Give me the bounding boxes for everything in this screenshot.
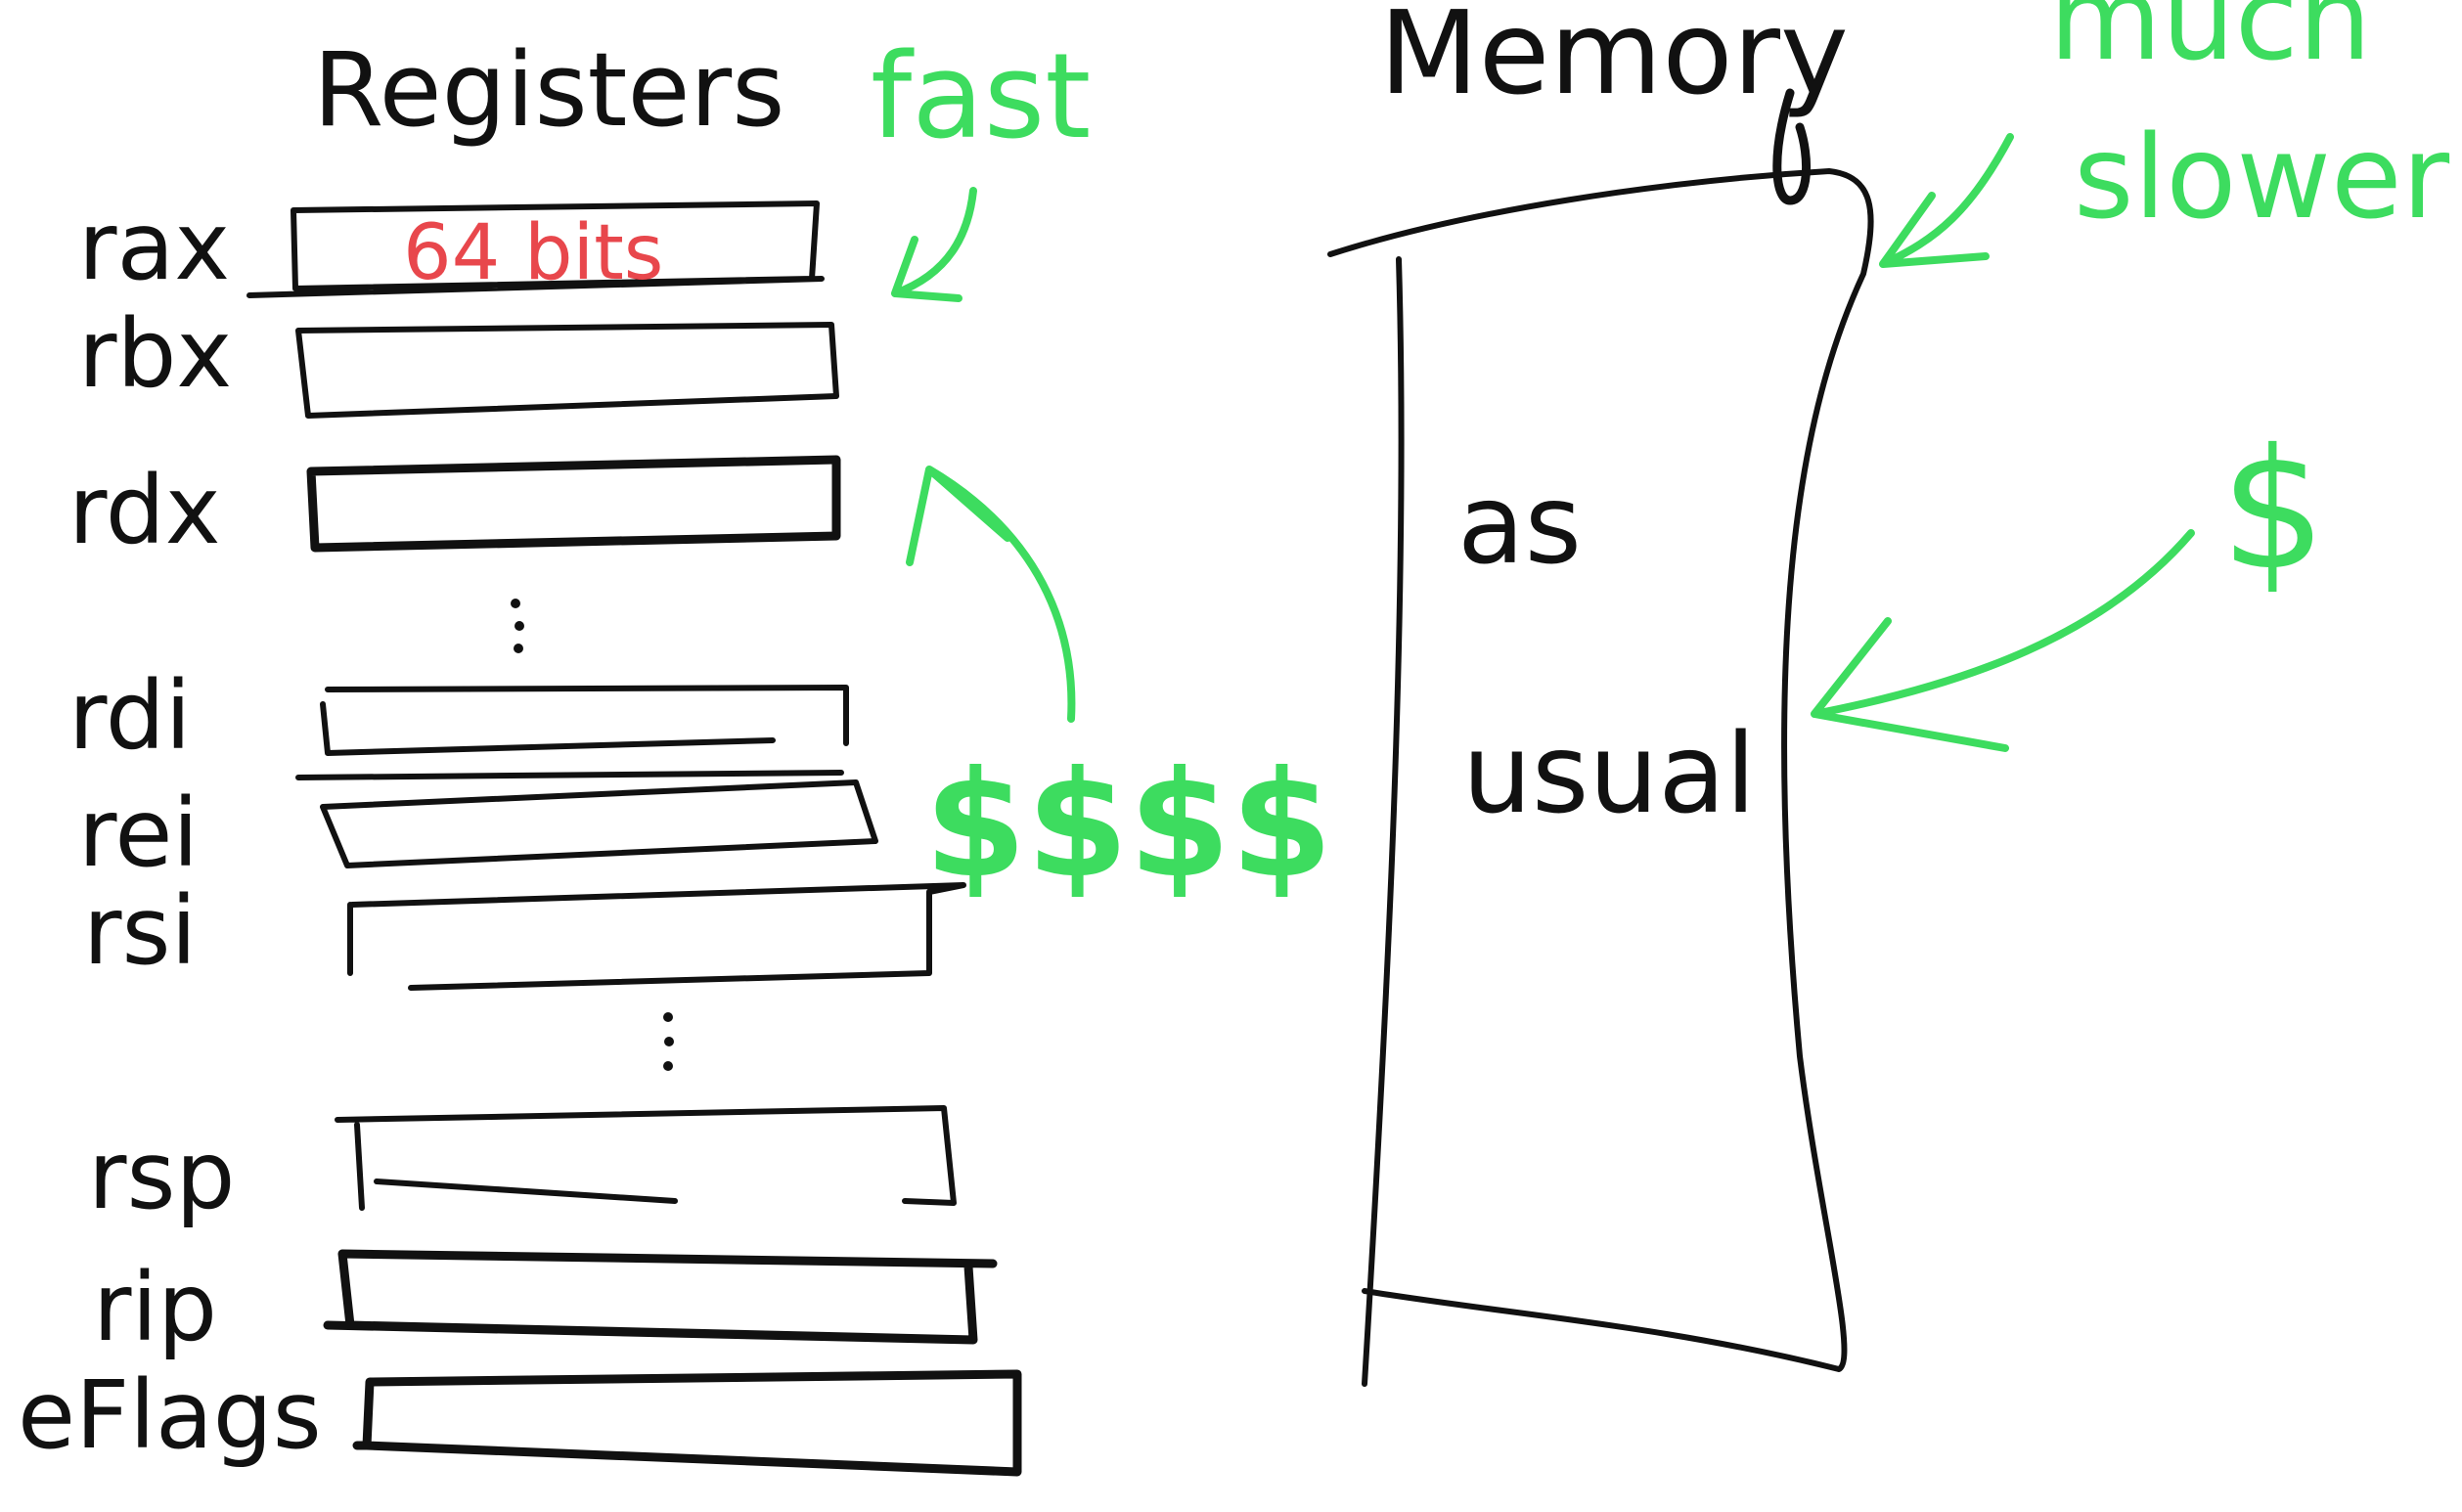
register-label-rsp: rsp: [88, 1121, 235, 1230]
memory-cost-arrow-icon: [1811, 529, 2195, 752]
memory-body-line1: as: [1457, 462, 1582, 589]
registers-speed-note: fast: [871, 29, 1091, 165]
register-width-label: 64 bits: [403, 209, 663, 297]
memory-title-tail: [1772, 88, 1812, 205]
register-label-rei: rei: [78, 778, 199, 888]
register-box-rdi: [295, 685, 849, 780]
fast-arrow-icon: [891, 187, 977, 302]
memory-speed-note-line1: much: [2049, 0, 2371, 86]
register-label-rip: rip: [93, 1253, 217, 1362]
memory-cost-note: $: [2220, 414, 2326, 607]
register-box-rei: [320, 779, 878, 868]
register-label-rdx: rdx: [68, 456, 221, 565]
ellipsis-icon: [663, 1012, 674, 1071]
register-box-rsp: [335, 1105, 957, 1211]
register-label-rsi: rsi: [83, 876, 197, 986]
register-box-rsi: [347, 882, 966, 991]
memory-block: [1327, 168, 1874, 1387]
register-box-rbx: [295, 322, 839, 419]
registers-title: Registers: [313, 30, 784, 150]
register-label-rdi: rdi: [68, 661, 191, 771]
slower-arrow-icon: [1879, 133, 2014, 268]
memory-speed-note-line2: slower: [2074, 110, 2450, 245]
memory-body-line2: usual: [1462, 711, 1756, 838]
register-label-eflags: eFlags: [18, 1360, 322, 1470]
register-label-rax: rax: [78, 192, 230, 301]
register-box-eflags: [352, 1369, 1022, 1477]
register-box-rdx: [306, 455, 841, 553]
register-box-rip: [323, 1249, 998, 1345]
register-label-rbx: rbx: [78, 299, 232, 409]
cost-arrow-icon: [906, 466, 1076, 723]
ellipsis-icon: [511, 599, 524, 653]
registers-cost-note: $$$$: [924, 740, 1332, 911]
register-box-rax: [246, 200, 825, 298]
memory-title: Memory: [1379, 0, 1849, 120]
